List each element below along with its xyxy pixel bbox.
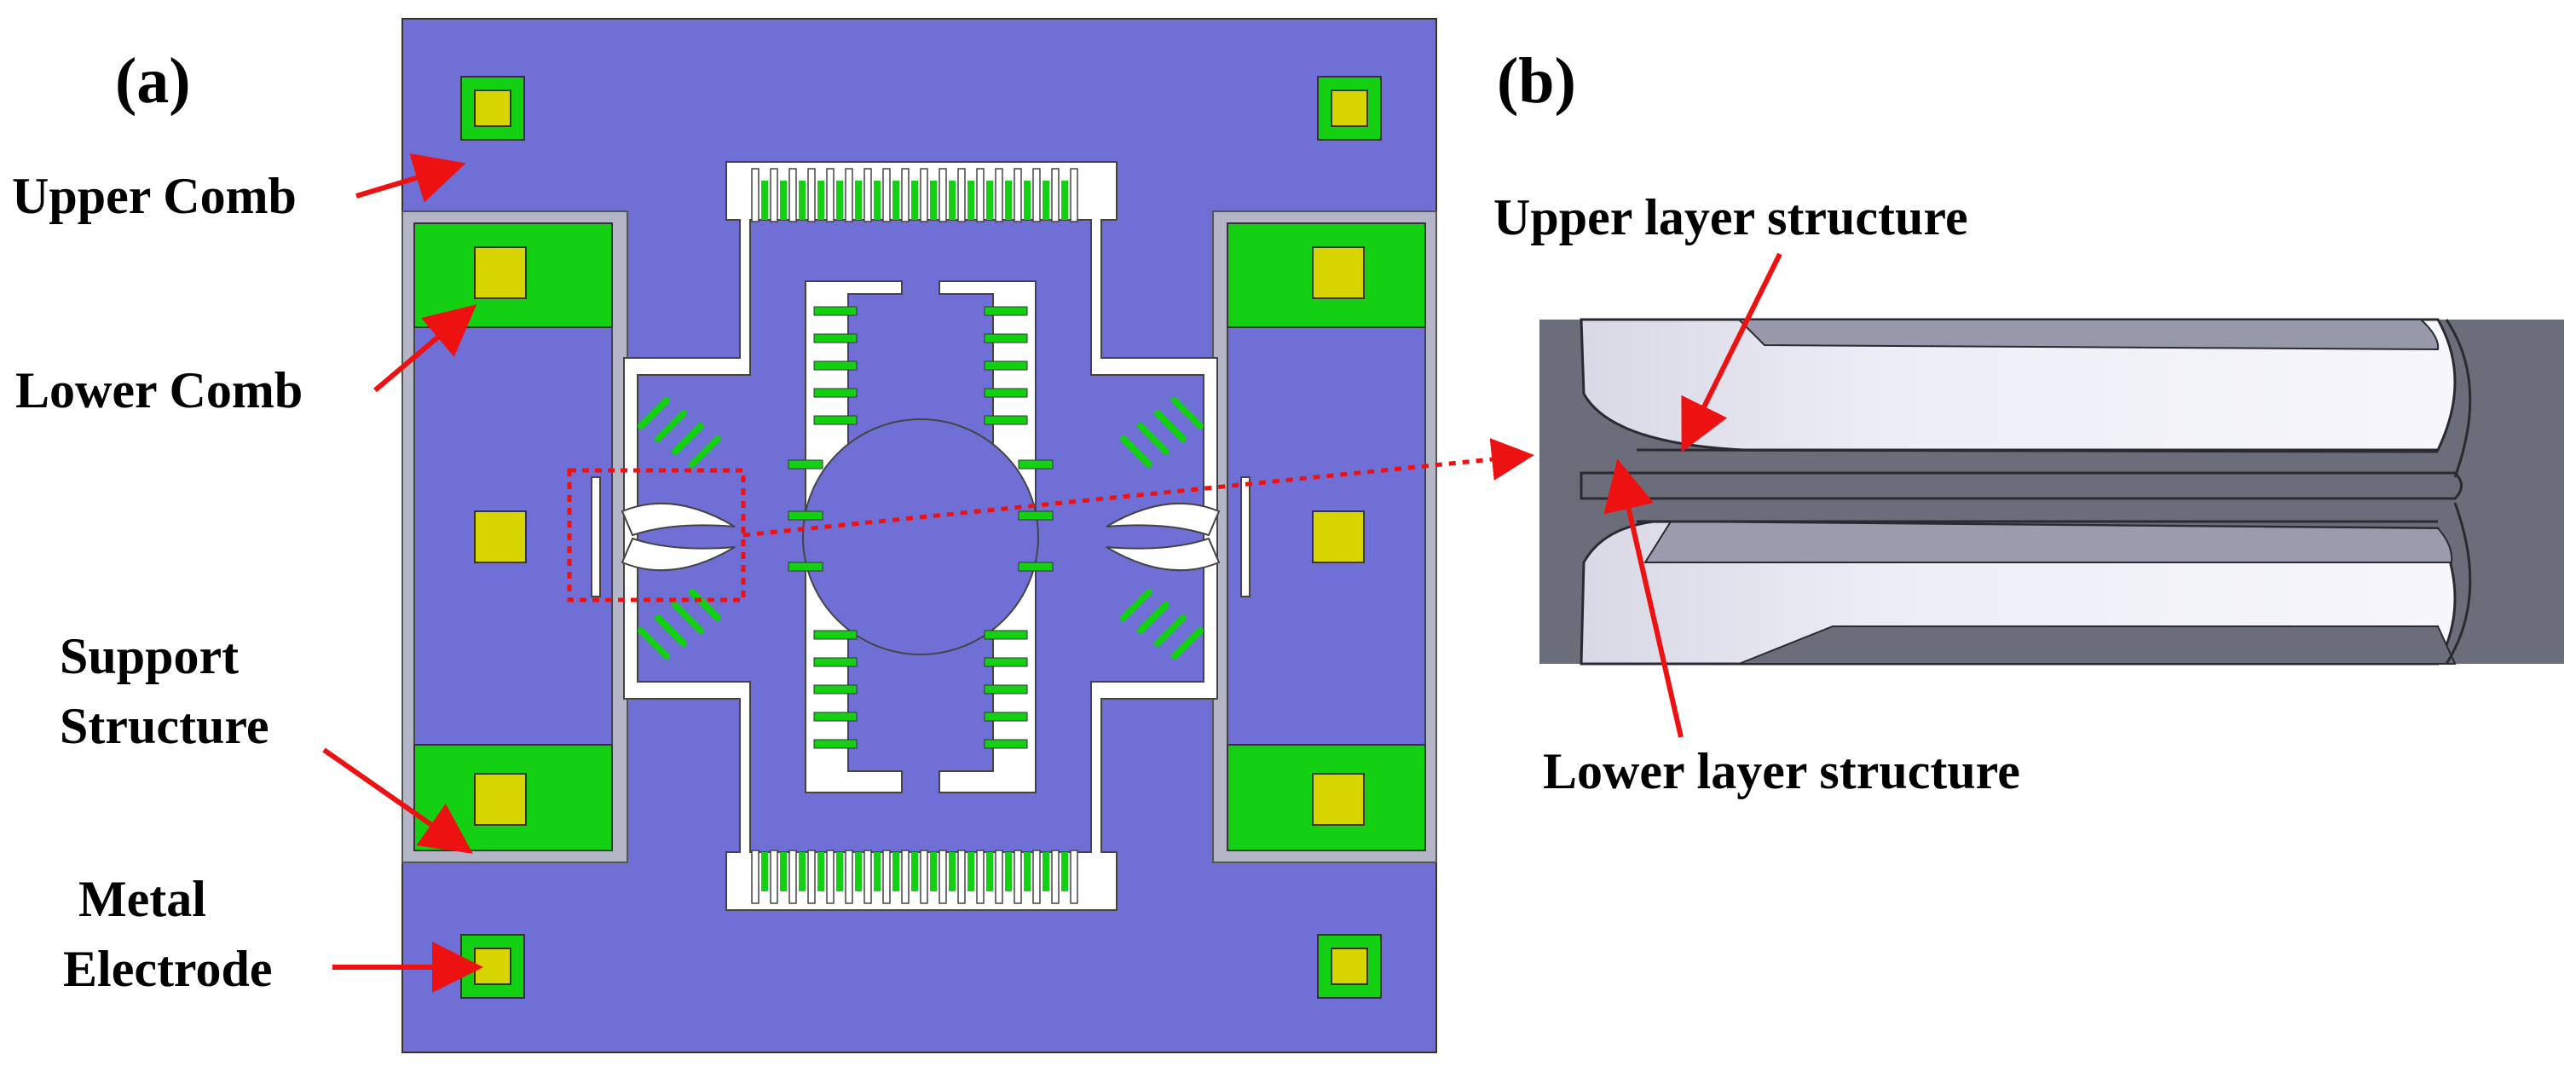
- panel-a-label: (a): [115, 45, 191, 117]
- inner-comb-green-left: [788, 306, 858, 749]
- lower-layer-arrow: [1603, 458, 1684, 738]
- support-structure-label-line2: Structure: [60, 698, 269, 754]
- layer-separator: [1580, 471, 2463, 500]
- bottom-comb-fingers: [751, 850, 1078, 904]
- upper-layer-label: Upper layer structure: [1493, 189, 1968, 245]
- inner-comb-green-right: [984, 306, 1054, 749]
- diagonal-combs: [638, 397, 1204, 660]
- metal-electrode-label-line2: Electrode: [63, 941, 272, 997]
- upper-layer-top-edge: [1736, 319, 2440, 351]
- lower-layer-label: Lower layer structure: [1543, 743, 2020, 799]
- support-structure-label-line1: Support: [60, 628, 239, 684]
- panel-b-label: (b): [1497, 45, 1576, 117]
- top-comb-green: [761, 181, 1068, 220]
- springs: [591, 476, 1250, 597]
- callout-arrows: [322, 153, 483, 993]
- device-layout: [401, 18, 1534, 1053]
- top-comb-fingers: [751, 168, 1078, 222]
- bottom-comb-green: [761, 852, 1068, 891]
- upper-layer-arrow: [1681, 252, 1782, 452]
- support-arrow: [322, 747, 473, 854]
- upper-comb-arrow: [355, 153, 466, 203]
- upper-comb-label: Upper Comb: [12, 168, 297, 224]
- lower-layer-bottom-step: [1738, 625, 2457, 665]
- metal-electrode-label-line1: Metal: [78, 871, 206, 927]
- lower-comb-arrow: [373, 304, 477, 393]
- layer-detail: [1539, 252, 2564, 738]
- zoom-box: [567, 468, 746, 602]
- lower-layer-top-edge: [1643, 520, 2453, 563]
- lower-comb-label: Lower Comb: [15, 362, 303, 418]
- zoom-pointer: [742, 438, 1534, 538]
- lower-comb-pad-right-top: [1227, 222, 1426, 328]
